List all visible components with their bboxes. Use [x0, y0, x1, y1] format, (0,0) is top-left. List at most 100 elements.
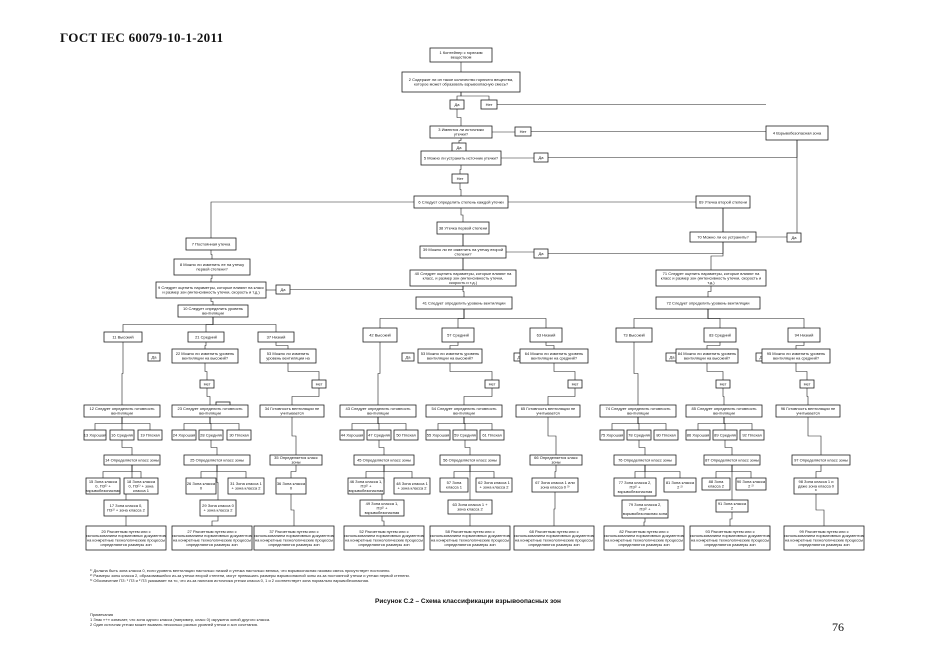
edge-t64-n65	[547, 388, 576, 405]
node-box	[484, 379, 500, 389]
node-box	[447, 499, 493, 515]
edge-n34-n35	[291, 417, 297, 455]
node-box	[347, 477, 385, 495]
node-label: Нет	[316, 381, 323, 386]
edge-t95-n96	[806, 388, 809, 405]
edge-t53b-n54	[463, 388, 493, 405]
edge-n98-n99	[815, 494, 825, 526]
node-label: 55 Хорошая	[427, 432, 449, 437]
node-n94: 94 Низкий	[787, 327, 821, 343]
node-box	[685, 404, 763, 418]
node-label: 42 Высокий	[369, 332, 391, 337]
edge-n56-n57z	[453, 465, 471, 478]
node-label: 71 Следует оценить параметры, которые вл…	[661, 271, 761, 285]
node-box	[185, 477, 217, 495]
notes-title: Примечания	[90, 612, 114, 617]
node-box	[137, 429, 163, 441]
node-box	[739, 429, 765, 441]
node-box	[567, 379, 583, 389]
node-box	[147, 352, 161, 362]
edge-n35-n36	[290, 465, 297, 478]
edge-n41-n57	[457, 309, 465, 328]
node-box	[409, 269, 517, 287]
node-label: Да	[539, 251, 545, 256]
footnote-2: ²⁾ Размеры зоны класса 2, образовавшейся…	[90, 573, 410, 578]
edge-n54-n61	[463, 417, 493, 430]
node-box	[775, 404, 841, 418]
node-box	[626, 429, 652, 441]
notes-block: Примечания 1 Знак «+» означает, что зона…	[90, 612, 270, 627]
node-d22: Да	[147, 352, 161, 362]
edge-n9-n10	[210, 298, 214, 305]
node-box	[515, 404, 581, 418]
edge-n40-n41	[462, 286, 465, 297]
node-n25: 25 Определяется класс зоны	[183, 454, 251, 466]
node-n5: 5 Можно ли устранить источник утечки?	[420, 150, 502, 166]
node-n63z: 63 Зона класса 1 +зона класса 2	[447, 499, 493, 515]
node-box	[275, 477, 307, 495]
node-n24: 24 Хорошая	[171, 429, 197, 441]
node-label: Да	[792, 235, 798, 240]
node-n77: 77 Зона класса 2,ПЗ¹⁾ +взрывобезопасная	[613, 477, 657, 497]
note-1: 1 Знак «+» означает, что зона одного кла…	[90, 617, 271, 622]
node-label: 75 Хорошая	[601, 432, 623, 437]
edge-n8-n9	[210, 275, 213, 282]
node-label: 29 Зона класса 0+ зона класса 2	[202, 503, 234, 512]
node-box	[109, 429, 135, 441]
node-box	[339, 429, 365, 441]
edge-n23-n24	[183, 417, 211, 430]
edge-n7-n8	[210, 250, 213, 259]
node-box	[735, 477, 767, 491]
edge-n72-n73	[633, 309, 709, 328]
edge-n23-n30	[209, 417, 240, 430]
edge-n45-n48	[383, 465, 413, 478]
edge-n76-n81	[644, 465, 681, 478]
node-label: 80 Плохая	[656, 432, 675, 437]
node-label: Нет	[720, 381, 727, 386]
node-label: 63 Низкий	[537, 332, 556, 337]
node-t53: Нет	[311, 379, 327, 389]
node-da70: Да	[786, 232, 802, 243]
edge-n10-n11	[122, 317, 214, 332]
node-box	[83, 404, 161, 418]
node-box	[787, 327, 821, 343]
node-box	[171, 429, 197, 441]
node-box	[621, 499, 669, 519]
node-n63: 63 Низкий	[529, 327, 563, 343]
note-2: 2 Один источник утечки может вызвать нес…	[90, 622, 259, 627]
node-label: 39 Можно ли ее изменить на утечку второй…	[423, 247, 503, 256]
node-n55: 55 Хорошая	[425, 429, 451, 441]
edge-n91-n93	[729, 512, 733, 526]
node-n14: 14 Определяется класс зоны	[103, 454, 161, 466]
node-label: 83 Средний	[709, 332, 731, 337]
edge-n73-n74	[633, 342, 639, 405]
edge-n54-n55	[437, 417, 465, 430]
edge-n57-n53a	[449, 342, 459, 349]
node-label: 13 Хорошая	[84, 432, 106, 437]
node-box	[429, 525, 511, 551]
node-box	[425, 429, 451, 441]
edge-da5-n4	[548, 140, 798, 158]
node-box	[103, 331, 143, 343]
node-box	[415, 296, 513, 310]
